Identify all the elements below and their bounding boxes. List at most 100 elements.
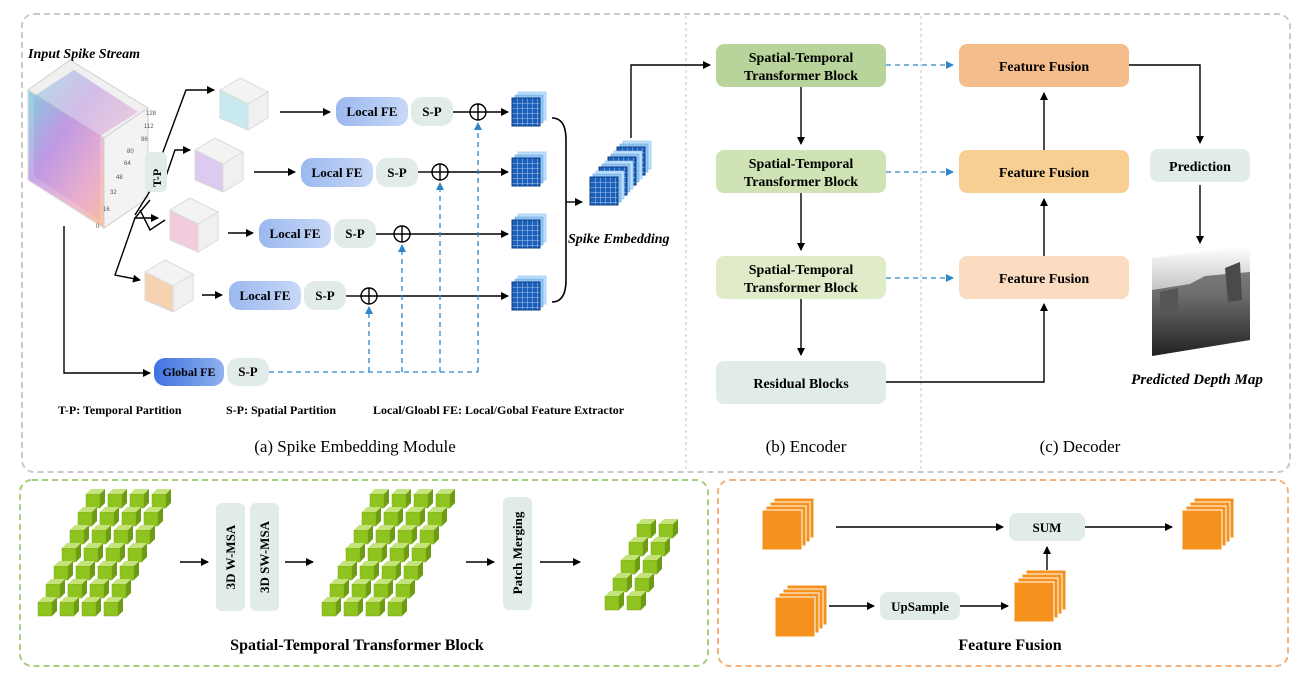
stt-block-1-line1: Spatial-Temporal: [749, 51, 854, 66]
merged-token-grid: [604, 518, 679, 611]
local-fe-box-1: [336, 97, 408, 126]
stt-block-2-line1: Spatial-Temporal: [749, 157, 854, 172]
global-fe-box: [154, 358, 224, 386]
swmsa-box: [250, 503, 279, 611]
local-fe-box-4: [229, 281, 301, 310]
top-panel-border: [21, 13, 1291, 473]
sum-label: SUM: [1033, 520, 1062, 535]
axis-tick: 128: [146, 111, 157, 117]
sub-volume-2: [193, 137, 245, 193]
axis-ticks: 128 112 96 80 64 48 32 16 0: [96, 111, 157, 230]
upsample-box: [880, 592, 960, 620]
caption-a: (a) Spike Embedding Module: [254, 437, 456, 456]
fusion-box-2-label: Feature Fusion: [999, 166, 1090, 181]
axis-tick: 80: [127, 149, 134, 155]
ff-panel-border: [717, 479, 1289, 667]
axis-tick: 48: [116, 175, 123, 181]
feature-cube-2: [511, 151, 547, 187]
legend-fe: Local/Gloabl FE: Local/Gobal Feature Ext…: [373, 403, 625, 417]
upsample-label: UpSample: [891, 599, 949, 614]
ff-output: [1181, 497, 1235, 551]
sum-box: [1009, 513, 1085, 541]
global-dashed-lines: [269, 122, 482, 373]
embedding-to-encoder-arrow: [630, 61, 711, 138]
stt-block-3-line2: Transformer Block: [744, 281, 858, 296]
wmsa-label: 3D W-MSA: [223, 524, 238, 589]
local-fe-label-3: Local FE: [270, 226, 321, 241]
input-token-grid: [37, 488, 172, 617]
stt-block-1: [716, 44, 886, 87]
branch-arrows: [202, 108, 331, 299]
legend-sp: S-P: Spatial Partition: [226, 403, 336, 417]
stt-block-1-line2: Transformer Block: [744, 69, 858, 84]
sp-box-2: [376, 158, 418, 187]
axis-tick: 96: [141, 137, 148, 143]
swmsa-label: 3D SW-MSA: [257, 520, 272, 593]
stt-panel-title: Spatial-Temporal Transformer Block: [230, 637, 484, 654]
stt-block-3: [716, 256, 886, 299]
axis-tick: 32: [110, 190, 117, 196]
caption-c: (c) Decoder: [1040, 437, 1121, 456]
axis-tick: 16: [103, 207, 110, 213]
ff-input-high: [761, 497, 815, 551]
patch-merging-label: Patch Merging: [510, 511, 525, 594]
input-spike-volume: [27, 59, 149, 229]
local-fe-label-4: Local FE: [240, 288, 291, 303]
global-sp-box: [227, 358, 269, 386]
patch-merging-box: [503, 497, 532, 610]
depth-map-image: [1152, 246, 1250, 356]
stt-block-3-line1: Spatial-Temporal: [749, 263, 854, 278]
input-spike-stream-label: Input Spike Stream: [27, 47, 140, 62]
global-fe-label: Global FE: [162, 365, 215, 379]
stt-panel-border: [19, 479, 709, 667]
sp-label-3: S-P: [345, 226, 365, 241]
ff-input-low: [774, 584, 828, 638]
sum-nodes: [346, 103, 509, 305]
merge-bracket: [551, 117, 567, 303]
encoder-arrows: [797, 87, 1048, 383]
legend-tp: T-P: Temporal Partition: [58, 403, 182, 417]
residual-blocks: [716, 361, 886, 404]
sub-volume-1: [218, 77, 270, 131]
residual-blocks-label: Residual Blocks: [753, 377, 849, 392]
stt-block-2-line2: Transformer Block: [744, 175, 858, 190]
wmsa-box: [216, 503, 245, 611]
fusion-box-1-label: Feature Fusion: [999, 60, 1090, 75]
fusion-box-1: [959, 44, 1129, 87]
axis-tick: 0: [96, 224, 100, 230]
axis-tick: 112: [144, 124, 154, 130]
feature-cube-3: [511, 213, 547, 249]
prediction-label: Prediction: [1169, 160, 1231, 175]
sub-volume-3: [168, 197, 220, 253]
skip-dashed-arrows: [886, 61, 954, 282]
sp-label-2: S-P: [387, 165, 407, 180]
caption-b: (b) Encoder: [766, 437, 847, 456]
axis-tick: 64: [124, 161, 131, 167]
attended-token-grid: [321, 488, 456, 617]
tp-box: [145, 152, 167, 192]
sp-box-3: [334, 219, 376, 248]
ff-arrows: [829, 523, 1173, 610]
spike-embedding-stack: [589, 140, 652, 206]
prediction-box: [1150, 149, 1250, 182]
sp-label-1: S-P: [422, 104, 442, 119]
local-fe-box-3: [259, 219, 331, 248]
tp-label: T-P: [150, 169, 164, 187]
ff-upsampled: [1013, 569, 1067, 623]
sub-volume-4: [143, 259, 195, 313]
stt-block-2: [716, 150, 886, 193]
sp-label-4: S-P: [315, 288, 335, 303]
decoder-arrows: [1040, 64, 1204, 256]
local-fe-box-2: [301, 158, 373, 187]
local-fe-label-1: Local FE: [347, 104, 398, 119]
feature-cube-1: [511, 91, 547, 127]
fusion-box-3-label: Feature Fusion: [999, 272, 1090, 287]
sp-box-1: [411, 97, 453, 126]
global-sp-label: S-P: [238, 364, 258, 379]
sp-box-4: [304, 281, 346, 310]
local-fe-label-2: Local FE: [312, 165, 363, 180]
spike-embedding-label: Spike Embedding: [568, 232, 670, 247]
depth-map-label: Predicted Depth Map: [1131, 372, 1263, 388]
fusion-box-3: [959, 256, 1129, 299]
